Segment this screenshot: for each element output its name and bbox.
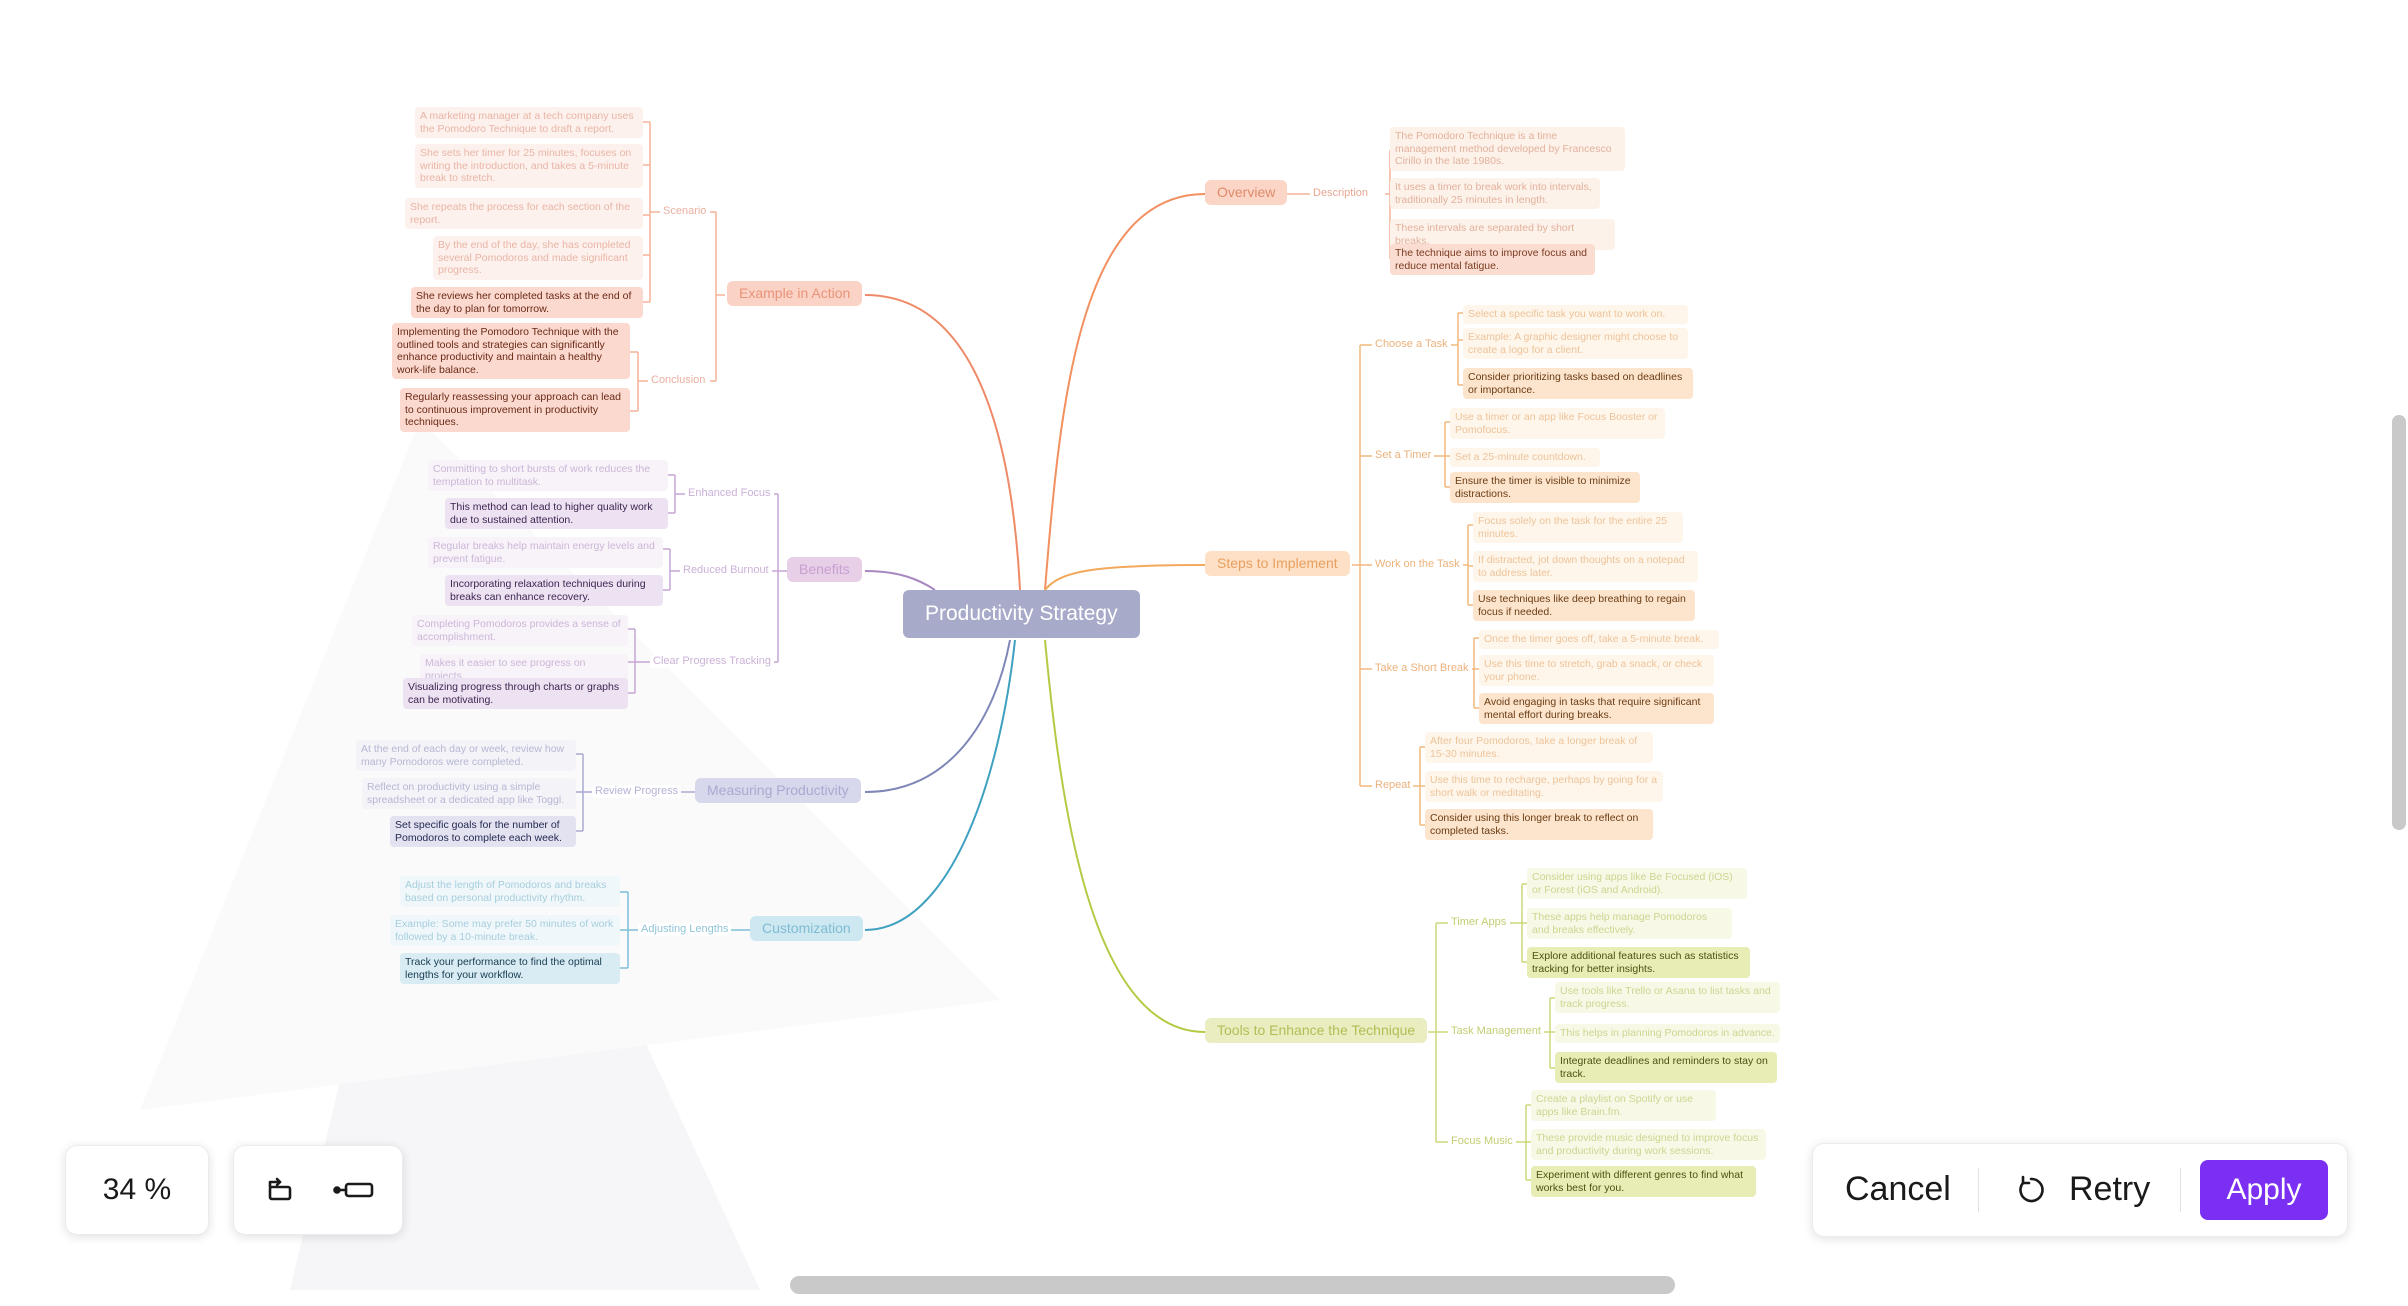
leaf-measuring[interactable]: Set specific goals for the number of Pom… — [390, 816, 576, 848]
leaf-step[interactable]: Use this time to recharge, perhaps by go… — [1425, 771, 1663, 803]
branch-tools[interactable]: Tools to Enhance the Technique — [1205, 1018, 1428, 1043]
leaf-step[interactable]: After four Pomodoros, take a longer brea… — [1425, 732, 1653, 764]
branch-overview[interactable]: Overview — [1205, 180, 1288, 205]
divider — [2180, 1168, 2181, 1212]
connector-custom — [864, 639, 1016, 931]
retry-button[interactable]: Retry — [2069, 1170, 2151, 1208]
label-focus-music[interactable]: Focus Music — [1448, 1135, 1516, 1149]
rotate-layout-icon[interactable] — [262, 1172, 298, 1208]
leaf-overview[interactable]: The Pomodoro Technique is a time managem… — [1390, 127, 1625, 171]
label-task-management[interactable]: Task Management — [1448, 1025, 1544, 1039]
leaf-step[interactable]: Example: A graphic designer might choose… — [1463, 328, 1688, 360]
label-enhanced-focus[interactable]: Enhanced Focus — [685, 487, 774, 501]
label-review-progress[interactable]: Review Progress — [592, 785, 682, 799]
leaf-step[interactable]: Set a 25-minute countdown. — [1450, 448, 1600, 467]
branch-example[interactable]: Example in Action — [727, 281, 863, 306]
leaf-benefit[interactable]: Incorporating relaxation techniques duri… — [445, 575, 663, 607]
label-choose-task[interactable]: Choose a Task — [1372, 338, 1451, 352]
cancel-button[interactable]: Cancel — [1845, 1170, 1951, 1208]
leaf-example[interactable]: Regularly reassessing your approach can … — [400, 388, 630, 432]
leaf-step[interactable]: Use this time to stretch, grab a snack, … — [1479, 655, 1714, 687]
connector-overview — [1044, 193, 1206, 591]
connector-measuring — [864, 639, 1011, 793]
connector-example — [864, 294, 1021, 591]
retry-icon[interactable] — [2013, 1172, 2049, 1208]
leaf-customization[interactable]: Example: Some may prefer 50 minutes of w… — [390, 915, 620, 947]
leaf-step[interactable]: Use a timer or an app like Focus Booster… — [1450, 408, 1665, 440]
label-reduced-burnout[interactable]: Reduced Burnout — [680, 564, 772, 578]
leaf-overview[interactable]: The technique aims to improve focus and … — [1390, 244, 1595, 276]
label-description[interactable]: Description — [1310, 187, 1372, 201]
leaf-tool[interactable]: These apps help manage Pomodoros and bre… — [1527, 908, 1732, 940]
leaf-overview[interactable]: It uses a timer to break work into inter… — [1390, 178, 1600, 210]
connector-steps — [1044, 564, 1206, 591]
zoom-panel: 34 % — [65, 1145, 209, 1235]
leaf-tool[interactable]: Integrate deadlines and reminders to sta… — [1555, 1052, 1777, 1084]
leaf-example[interactable]: She repeats the process for each section… — [405, 198, 643, 230]
leaf-example[interactable]: Implementing the Pomodoro Technique with… — [392, 323, 630, 380]
connector-tools — [1044, 639, 1206, 1033]
leaf-step[interactable]: Select a specific task you want to work … — [1463, 305, 1688, 324]
leaf-measuring[interactable]: Reflect on productivity using a simple s… — [362, 778, 576, 810]
connector-benefits — [864, 570, 936, 591]
leaf-tool[interactable]: Explore additional features such as stat… — [1527, 947, 1750, 979]
branch-measuring[interactable]: Measuring Productivity — [695, 778, 861, 803]
label-timer-apps[interactable]: Timer Apps — [1448, 916, 1510, 930]
leaf-benefit[interactable]: Committing to short bursts of work reduc… — [428, 460, 668, 492]
label-work-on-task[interactable]: Work on the Task — [1372, 558, 1463, 572]
leaf-step[interactable]: Consider prioritizing tasks based on dea… — [1463, 368, 1693, 400]
leaf-benefit[interactable]: Completing Pomodoros provides a sense of… — [412, 615, 628, 647]
leaf-step[interactable]: Once the timer goes off, take a 5-minute… — [1479, 630, 1719, 649]
label-short-break[interactable]: Take a Short Break — [1372, 662, 1472, 676]
leaf-tool[interactable]: This helps in planning Pomodoros in adva… — [1555, 1024, 1780, 1043]
leaf-step[interactable]: If distracted, jot down thoughts on a no… — [1473, 551, 1698, 583]
leaf-example[interactable]: She sets her timer for 25 minutes, focus… — [415, 144, 643, 188]
branch-steps[interactable]: Steps to Implement — [1205, 551, 1350, 576]
leaf-example[interactable]: A marketing manager at a tech company us… — [415, 107, 643, 139]
label-conclusion[interactable]: Conclusion — [648, 374, 709, 388]
leaf-customization[interactable]: Adjust the length of Pomodoros and break… — [400, 876, 620, 908]
leaf-tool[interactable]: Consider using apps like Be Focused (iOS… — [1527, 868, 1747, 900]
leaf-customization[interactable]: Track your performance to find the optim… — [400, 953, 620, 985]
collapse-node-icon[interactable] — [332, 1172, 376, 1208]
apply-button[interactable]: Apply — [2200, 1160, 2328, 1220]
label-scenario[interactable]: Scenario — [660, 205, 710, 219]
leaf-tool[interactable]: Use tools like Trello or Asana to list t… — [1555, 982, 1780, 1014]
leaf-measuring[interactable]: At the end of each day or week, review h… — [356, 740, 576, 772]
leaf-step[interactable]: Ensure the timer is visible to minimize … — [1450, 472, 1640, 504]
branch-benefits[interactable]: Benefits — [787, 557, 862, 582]
leaf-step[interactable]: Consider using this longer break to refl… — [1425, 809, 1653, 841]
root-node[interactable]: Productivity Strategy — [903, 590, 1140, 638]
leaf-example[interactable]: By the end of the day, she has completed… — [433, 236, 643, 280]
horizontal-scrollbar[interactable] — [790, 1276, 1675, 1294]
leaf-tool[interactable]: These provide music designed to improve … — [1531, 1129, 1766, 1161]
leaf-step[interactable]: Avoid engaging in tasks that require sig… — [1479, 693, 1714, 725]
leaf-benefit[interactable]: Regular breaks help maintain energy leve… — [428, 537, 663, 569]
label-set-timer[interactable]: Set a Timer — [1372, 449, 1435, 463]
leaf-benefit[interactable]: Visualizing progress through charts or g… — [403, 678, 628, 710]
vertical-scrollbar[interactable] — [2392, 415, 2406, 830]
leaf-tool[interactable]: Create a playlist on Spotify or use apps… — [1531, 1090, 1716, 1122]
label-adjusting-lengths[interactable]: Adjusting Lengths — [638, 923, 732, 937]
zoom-level[interactable]: 34 % — [102, 1173, 172, 1206]
leaf-step[interactable]: Focus solely on the task for the entire … — [1473, 512, 1683, 544]
leaf-tool[interactable]: Experiment with different genres to find… — [1531, 1166, 1756, 1198]
branch-customization[interactable]: Customization — [750, 916, 863, 941]
label-repeat[interactable]: Repeat — [1372, 779, 1414, 793]
leaf-benefit[interactable]: This method can lead to higher quality w… — [445, 498, 668, 530]
leaf-example[interactable]: She reviews her completed tasks at the e… — [411, 287, 643, 319]
leaf-step[interactable]: Use techniques like deep breathing to re… — [1473, 590, 1695, 622]
leaf-benefit[interactable]: Makes it easier to see progress on proje… — [420, 654, 628, 686]
divider — [1978, 1168, 1979, 1212]
layout-toolbar — [233, 1145, 403, 1235]
label-progress-tracking[interactable]: Clear Progress Tracking — [650, 655, 774, 669]
